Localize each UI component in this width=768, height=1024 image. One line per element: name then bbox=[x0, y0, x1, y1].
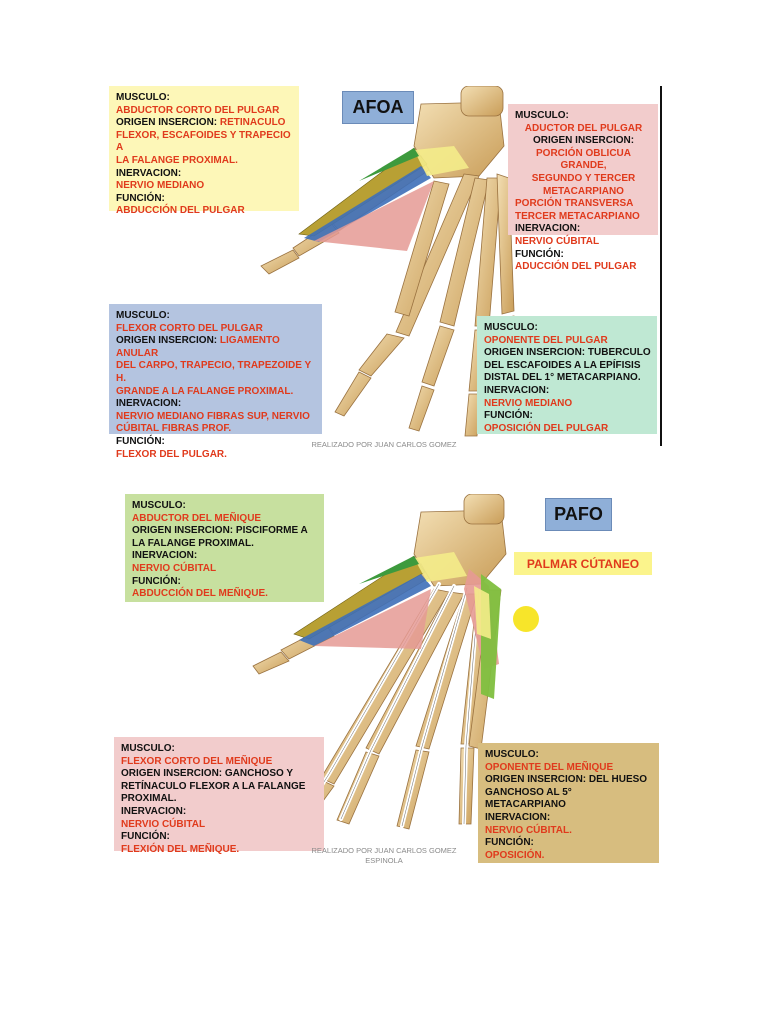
label-inervacion: INERVACION: bbox=[116, 398, 182, 410]
muscle-name: OPONENTE DEL PULGAR bbox=[484, 334, 608, 346]
afoa-tag: AFOA bbox=[342, 91, 414, 124]
author-credit: REALIZADO POR JUAN CARLOS GOMEZ bbox=[311, 440, 457, 449]
label-inervacion: INERVACION: bbox=[484, 384, 550, 396]
pointer-highlight bbox=[513, 606, 539, 632]
label-origen: ORIGEN INSERCION: bbox=[116, 335, 220, 347]
nerve-value: NERVIO MEDIANO bbox=[484, 397, 573, 409]
muscle-name: ADUCTOR DEL PULGAR bbox=[524, 122, 643, 134]
origin-line: ORIGEN INSERCION: RETINACULO bbox=[116, 117, 293, 130]
function-value: ABDUCCIÓN DEL PULGAR bbox=[116, 205, 245, 217]
pafo-panel: PAFO PALMAR CÚTANEO MUSCULO: ABDUCTOR DE… bbox=[109, 494, 660, 865]
label-inervacion: INERVACION: bbox=[132, 550, 198, 562]
label-inervacion: INERVACION: bbox=[116, 167, 182, 179]
abductor-corto-pulgar-box: MUSCULO: ABDUCTOR CORTO DEL PULGAR ORIGE… bbox=[109, 86, 299, 216]
origin-value: LIGAMENTO ANULAR DEL CARPO, TRAPECIO, TR… bbox=[116, 335, 312, 397]
muscle-name: ABDUCTOR CORTO DEL PULGAR bbox=[116, 104, 280, 116]
flexor-corto-menique-box: MUSCULO: FLEXOR CORTO DEL MEÑIQUE ORIGEN… bbox=[114, 737, 324, 855]
label-inervacion: INERVACION: bbox=[515, 223, 581, 235]
label-musculo: MUSCULO: bbox=[515, 110, 569, 121]
label-funcion: FUNCIÓN: bbox=[485, 837, 534, 849]
label-musculo: MUSCULO: bbox=[116, 92, 170, 103]
afoa-panel: AFOA MUSCULO: ABDUCTOR CORTO DEL PULGAR … bbox=[109, 86, 662, 460]
function-value: OPOSICIÓN. bbox=[485, 849, 545, 861]
label-musculo: MUSCULO: bbox=[121, 743, 175, 754]
label-musculo: MUSCULO: bbox=[116, 310, 170, 321]
label-origen: ORIGEN INSERCION: bbox=[532, 135, 635, 147]
nerve-value: NERVIO CÚBITAL. bbox=[485, 824, 572, 836]
label-funcion: FUNCIÓN: bbox=[116, 435, 165, 447]
function-value: FLEXOR DEL PULGAR. bbox=[116, 448, 227, 460]
abductor-menique-box: MUSCULO: ABDUCTOR DEL MEÑIQUE ORIGEN INS… bbox=[125, 494, 324, 602]
function-value: ABDUCCIÓN DEL MEÑIQUE. bbox=[132, 588, 268, 600]
hand-skeleton-illustration bbox=[252, 494, 507, 835]
author-credit: REALIZADO POR JUAN CARLOS GOMEZ ESPINOLA bbox=[311, 846, 457, 865]
origin-value: RETINACULO bbox=[219, 117, 286, 129]
origin-value: ORIGEN INSERCION: PISCIFORME A LA FALANG… bbox=[132, 525, 308, 549]
label-funcion: FUNCIÓN: bbox=[515, 248, 564, 260]
label-inervacion: INERVACION: bbox=[121, 805, 187, 817]
label-funcion: FUNCIÓN: bbox=[121, 831, 170, 843]
oponente-menique-box: MUSCULO: OPONENTE DEL MEÑIQUE ORIGEN INS… bbox=[478, 743, 659, 863]
origin-line: ORIGEN INSERCION: LIGAMENTO ANULAR DEL C… bbox=[116, 335, 316, 398]
origin-value: ORIGEN INSERCION: GANCHOSO Y RETÍNACULO … bbox=[121, 768, 306, 805]
muscle-name: FLEXOR CORTO DEL PULGAR bbox=[116, 322, 263, 334]
origin-value-cont: FLEXOR, ESCAFOIDES Y TRAPECIO A LA FALAN… bbox=[116, 129, 291, 166]
pafo-tag: PAFO bbox=[545, 498, 612, 531]
nerve-value: NERVIO CÚBITAL bbox=[121, 818, 206, 830]
nerve-value: NERVIO CÚBITAL bbox=[132, 562, 217, 574]
origin-value: ORIGEN INSERCION: DEL HUESO GANCHOSO AL … bbox=[485, 774, 648, 811]
function-value: FLEXIÓN DEL MEÑIQUE. bbox=[121, 843, 240, 855]
label-origen: ORIGEN INSERCION: bbox=[116, 117, 220, 129]
nerve-value: NERVIO MEDIANO FIBRAS SUP, NERVIO CÚBITA… bbox=[116, 410, 310, 435]
label-musculo: MUSCULO: bbox=[485, 749, 539, 760]
afoa-tag-text: AFOA bbox=[352, 97, 404, 117]
label-funcion: FUNCIÓN: bbox=[132, 575, 181, 587]
label-funcion: FUNCIÓN: bbox=[484, 410, 533, 422]
label-funcion: FUNCIÓN: bbox=[116, 192, 165, 204]
nerve-value: NERVIO CÚBITAL bbox=[515, 235, 600, 247]
flexor-corto-pulgar-box: MUSCULO: FLEXOR CORTO DEL PULGAR ORIGEN … bbox=[109, 304, 322, 460]
oponente-pulgar-box: MUSCULO: OPONENTE DEL PULGAR ORIGEN INSE… bbox=[477, 316, 657, 434]
label-inervacion: INERVACION: bbox=[485, 811, 551, 823]
aductor-pulgar-box: MUSCULO: ADUCTOR DEL PULGAR ORIGEN INSER… bbox=[508, 104, 658, 272]
origin-value-transversa: PORCIÓN TRANSVERSA TERCER METACARPIANO bbox=[515, 198, 640, 222]
origin-value: ORIGEN INSERCION: TUBERCULO DEL ESCAFOID… bbox=[484, 347, 651, 384]
origin-value: PORCIÓN OBLICUA GRANDE, SEGUNDO Y TERCER… bbox=[531, 147, 636, 197]
nerve-value: NERVIO MEDIANO bbox=[116, 180, 205, 192]
palmar-cutaneo-text: PALMAR CÚTANEO bbox=[526, 556, 640, 571]
muscle-name: FLEXOR CORTO DEL MEÑIQUE bbox=[121, 755, 273, 767]
label-musculo: MUSCULO: bbox=[484, 322, 538, 333]
function-value: OPOSICIÓN DEL PULGAR bbox=[484, 422, 609, 434]
muscle-name: ABDUCTOR DEL MEÑIQUE bbox=[132, 512, 262, 524]
pafo-tag-text: PAFO bbox=[554, 504, 603, 524]
function-value: ADUCCIÓN DEL PULGAR bbox=[515, 261, 637, 273]
muscle-name: OPONENTE DEL MEÑIQUE bbox=[485, 761, 614, 773]
palmar-cutaneo-label: PALMAR CÚTANEO bbox=[514, 552, 652, 575]
label-musculo: MUSCULO: bbox=[132, 500, 186, 511]
